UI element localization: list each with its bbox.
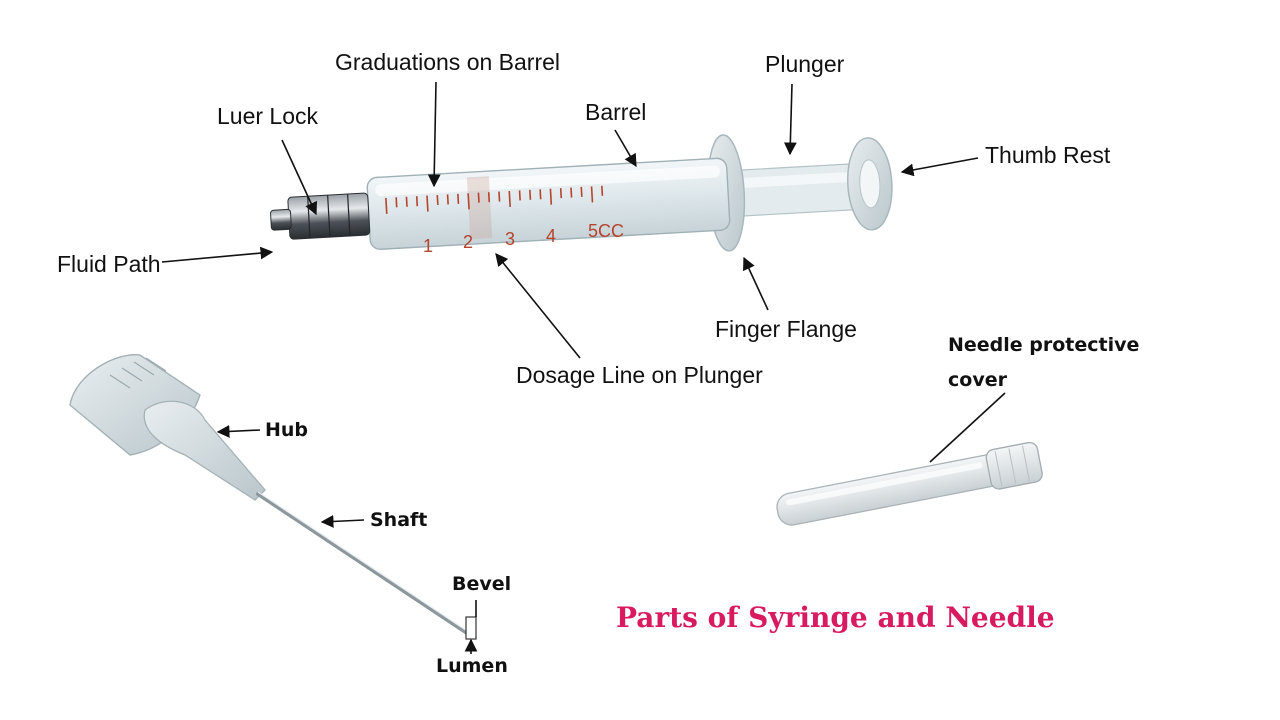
graduation-tick	[529, 189, 532, 200]
graduation-tick	[446, 194, 449, 205]
graduation-tick	[426, 195, 429, 212]
graduation-mark-5cc: 5CC	[588, 221, 624, 241]
graduation-tick	[498, 191, 501, 202]
graduation-tick	[385, 197, 388, 214]
needle	[69, 354, 477, 640]
arrow-thumb-rest	[900, 157, 979, 177]
label-finger-flange: Finger Flange	[715, 316, 857, 342]
label-lumen: Lumen	[436, 655, 508, 677]
graduation-tick	[457, 193, 460, 204]
fluid-path-tip	[270, 208, 292, 231]
graduation-tick	[539, 189, 542, 200]
graduation-tick	[436, 194, 439, 206]
label-cover-line1: Needle protective	[948, 334, 1139, 356]
graduation-mark-4: 4	[546, 226, 556, 246]
needle-protective-cover	[776, 441, 1043, 526]
graduation-tick	[477, 192, 480, 203]
graduation-tick	[518, 190, 521, 201]
arrow-dosage-line	[495, 253, 581, 359]
graduation-mark-3: 3	[505, 229, 515, 249]
graduation-tick	[580, 186, 583, 198]
label-luer-lock: Luer Lock	[217, 103, 319, 129]
graduation-tick	[395, 197, 398, 208]
graduation-mark-1: 1	[423, 236, 433, 256]
label-hub: Hub	[265, 419, 308, 441]
graduation-mark-2: 2	[463, 232, 473, 252]
label-graduations-on-barrel: Graduations on Barrel	[335, 49, 560, 75]
plunger-seal	[466, 176, 493, 240]
pointer-cover	[929, 392, 1006, 463]
label-thumb-rest: Thumb Rest	[985, 142, 1111, 168]
arrow-hub	[216, 425, 261, 438]
syringe	[270, 134, 893, 252]
needle-hub	[143, 400, 266, 501]
arrow-finger-flange	[743, 256, 769, 311]
arrow-luer-lock	[281, 139, 318, 216]
label-barrel: Barrel	[585, 99, 646, 125]
graduation-tick	[590, 186, 594, 203]
label-bevel: Bevel	[452, 573, 511, 595]
graduation-tick	[601, 185, 604, 196]
needle-bevel-tip	[465, 616, 477, 640]
graduation-tick	[405, 196, 408, 207]
label-fluid-path: Fluid Path	[57, 251, 161, 277]
label-plunger: Plunger	[765, 51, 845, 77]
arrow-plunger	[783, 83, 797, 156]
arrow-shaft	[320, 515, 365, 528]
graduation-tick	[549, 188, 553, 205]
graduation-tick	[415, 196, 419, 207]
arrow-barrel	[614, 129, 637, 168]
label-dosage-line: Dosage Line on Plunger	[516, 362, 763, 388]
graduation-tick	[487, 192, 491, 203]
graduation-tick	[467, 193, 470, 210]
arrow-fluid-path	[161, 246, 274, 263]
graduation-ticks	[385, 185, 604, 214]
graduation-tick	[559, 188, 563, 199]
graduation-tick	[570, 187, 573, 198]
arrow-graduations	[427, 81, 441, 188]
diagram-title: Parts of Syringe and Needle	[616, 601, 1055, 634]
label-shaft: Shaft	[370, 509, 427, 531]
needle-shaft	[256, 492, 472, 637]
graduation-tick	[508, 190, 511, 208]
label-cover-line2: cover	[948, 369, 1008, 391]
